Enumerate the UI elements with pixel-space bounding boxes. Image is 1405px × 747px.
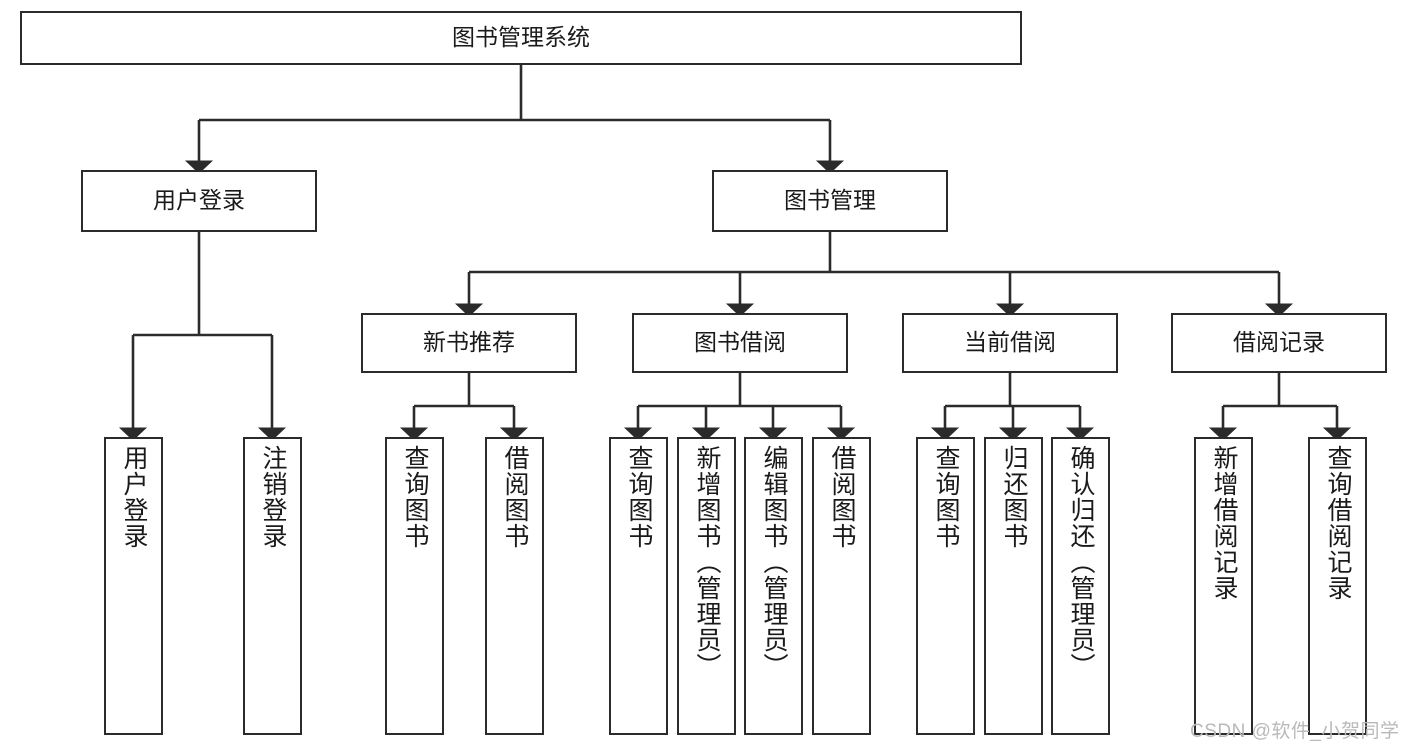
watermark-csdn: CSDN @软件_小贺同学 [1190, 721, 1400, 742]
node-label: 借阅图书 [501, 445, 529, 549]
leaf-query-book-borrowing[interactable]: 查询图书 [609, 437, 668, 735]
node-label: 图书借阅 [694, 329, 786, 356]
node-book-borrowing[interactable]: 图书借阅 [632, 313, 848, 373]
node-label: 图书管理系统 [452, 24, 590, 51]
leaf-add-borrow-record[interactable]: 新增借阅记录 [1194, 437, 1253, 735]
node-new-book-recommendation[interactable]: 新书推荐 [361, 313, 577, 373]
node-label: 当前借阅 [964, 329, 1056, 356]
node-label: 借阅图书 [828, 445, 856, 549]
leaf-return-book[interactable]: 归还图书 [984, 437, 1043, 735]
node-label: 确认归还（管理员） [1067, 445, 1095, 679]
leaf-query-book-current[interactable]: 查询图书 [916, 437, 975, 735]
leaf-confirm-return-admin[interactable]: 确认归还（管理员） [1051, 437, 1110, 735]
leaf-borrow-book-recommendation[interactable]: 借阅图书 [485, 437, 544, 735]
node-label: 新增借阅记录 [1210, 445, 1238, 601]
node-label: 查询图书 [401, 445, 429, 549]
node-label: 新增图书（管理员） [693, 445, 721, 679]
node-label: 新书推荐 [423, 329, 515, 356]
node-book-management[interactable]: 图书管理 [712, 170, 948, 232]
node-current-borrowing[interactable]: 当前借阅 [902, 313, 1118, 373]
node-label: 注销登录 [259, 445, 287, 549]
node-label: 归还图书 [1000, 445, 1028, 549]
node-label: 编辑图书（管理员） [760, 445, 788, 679]
node-user-login[interactable]: 用户登录 [81, 170, 317, 232]
node-label: 图书管理 [784, 187, 876, 214]
node-label: 查询借阅记录 [1324, 445, 1352, 601]
node-label: 用户登录 [153, 187, 245, 214]
leaf-user-login[interactable]: 用户登录 [104, 437, 163, 735]
leaf-logout[interactable]: 注销登录 [243, 437, 302, 735]
leaf-edit-book-admin[interactable]: 编辑图书（管理员） [744, 437, 803, 735]
node-label: 查询图书 [932, 445, 960, 549]
leaf-add-book-admin[interactable]: 新增图书（管理员） [677, 437, 736, 735]
node-label: 查询图书 [625, 445, 653, 549]
leaf-query-book-recommendation[interactable]: 查询图书 [385, 437, 444, 735]
leaf-borrow-book-borrowing[interactable]: 借阅图书 [812, 437, 871, 735]
node-label: 用户登录 [120, 445, 148, 549]
node-borrowing-record[interactable]: 借阅记录 [1171, 313, 1387, 373]
node-root-book-management-system[interactable]: 图书管理系统 [20, 11, 1022, 65]
node-label: 借阅记录 [1233, 329, 1325, 356]
leaf-query-borrow-record[interactable]: 查询借阅记录 [1308, 437, 1367, 735]
